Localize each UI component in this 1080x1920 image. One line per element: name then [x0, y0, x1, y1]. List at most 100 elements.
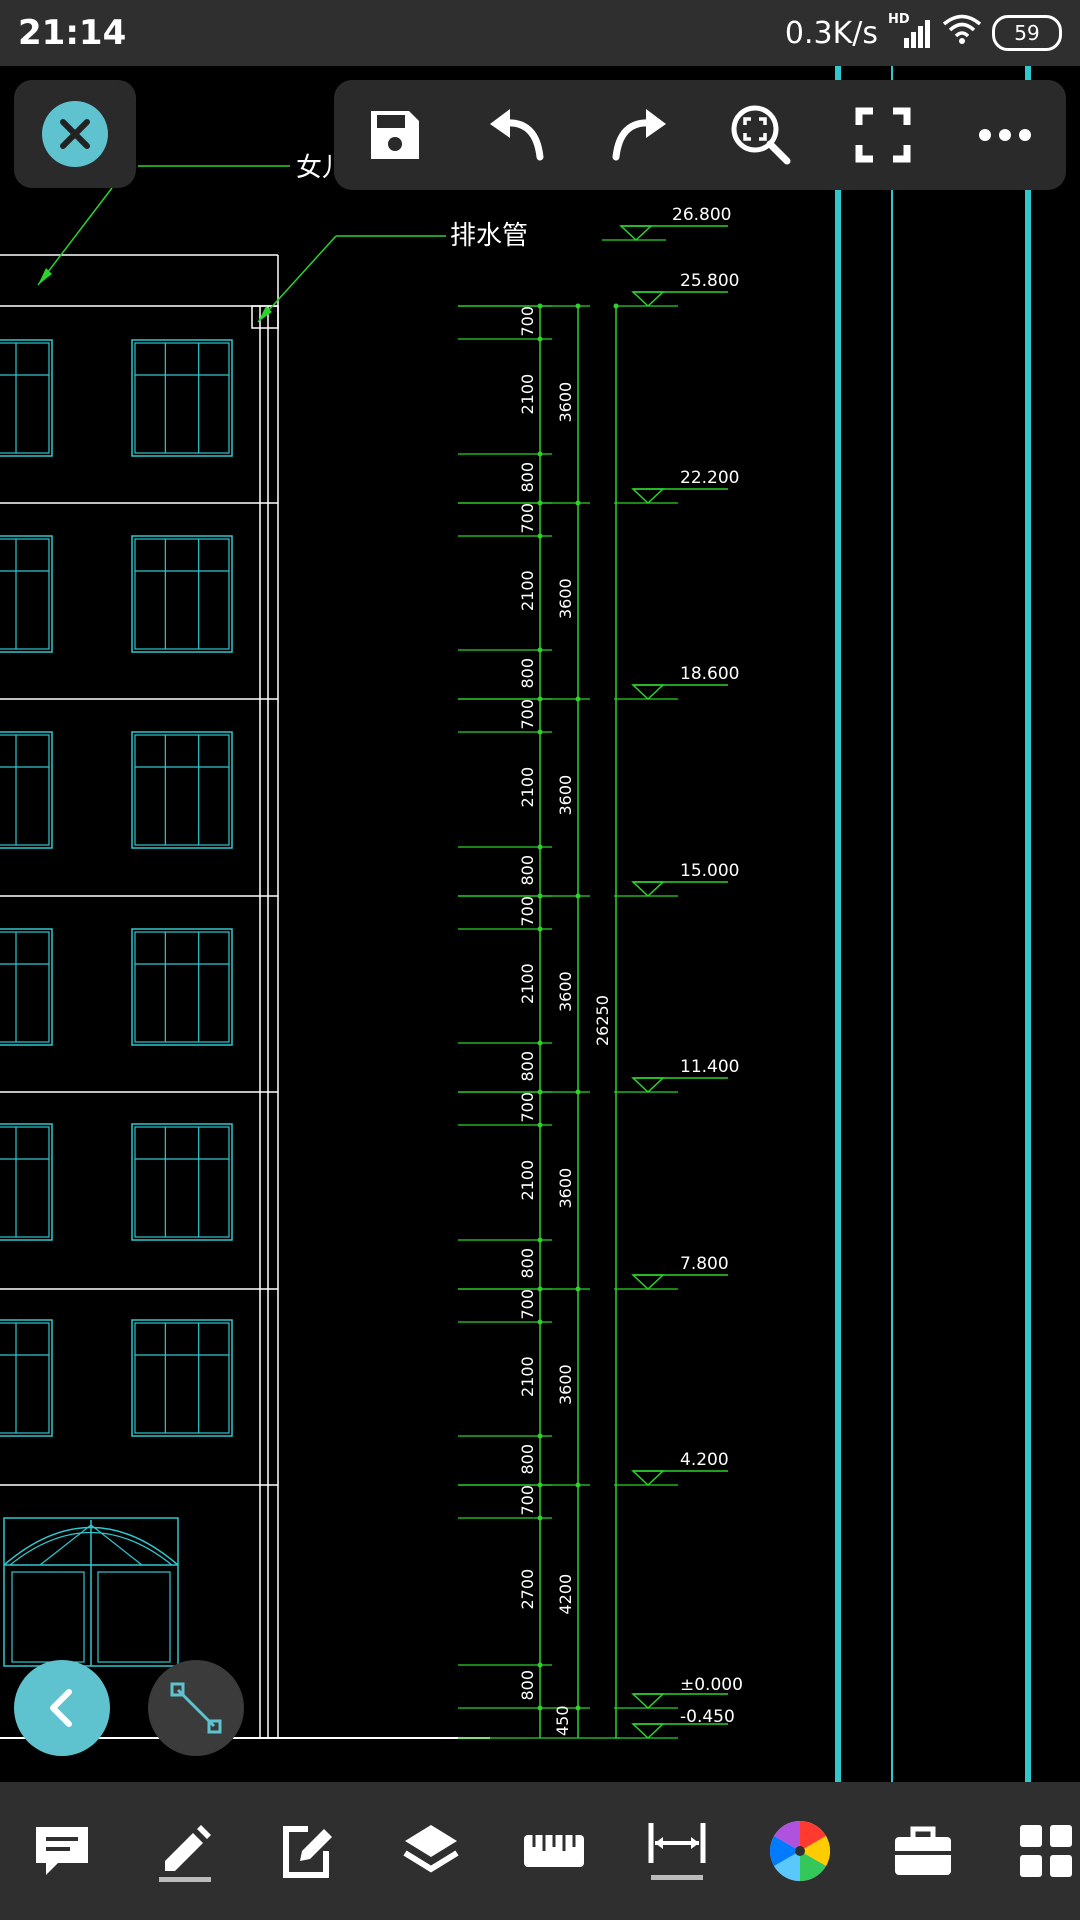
dim-label-700: 700	[518, 896, 537, 927]
dim-label-floor-height: 3600	[556, 1364, 575, 1405]
more-icon	[979, 129, 1031, 141]
dim-label-window: 2100	[518, 963, 537, 1004]
dim-label-800: 800	[518, 855, 537, 886]
dim-label-window: 2100	[518, 767, 537, 808]
elevation-label: 4.200	[680, 1450, 729, 1470]
save-button[interactable]	[355, 95, 435, 175]
status-indicators: 0.3K/s HD 59	[785, 12, 1062, 53]
dim-label-window: 2700	[518, 1569, 537, 1610]
elevation-marker: 11.400	[614, 1057, 739, 1094]
comment-tool-button[interactable]	[0, 1801, 123, 1901]
elevation-marker: 22.200	[614, 468, 739, 505]
battery-indicator: 59	[992, 15, 1062, 51]
dimension-icon	[648, 1823, 705, 1880]
status-bar: 21:14 0.3K/s HD 59	[0, 0, 1080, 66]
dim-label-floor-height: 3600	[556, 971, 575, 1012]
dim-label-floor-height: 3600	[556, 578, 575, 619]
elevation-label: 7.800	[680, 1254, 729, 1274]
dim-label-window: 2100	[518, 1356, 537, 1397]
redo-button[interactable]	[599, 95, 679, 175]
elevation-markers: 26.80025.80022.20018.60015.00011.4007.80…	[602, 205, 743, 1740]
window	[0, 928, 53, 1046]
leader-arrow	[38, 268, 52, 285]
dim-label-700: 700	[518, 306, 537, 337]
close-button[interactable]	[42, 101, 108, 167]
zoom-fit-button[interactable]	[721, 95, 801, 175]
elevation-label: 11.400	[680, 1057, 739, 1077]
leader-line	[257, 235, 337, 323]
close-panel	[14, 80, 136, 188]
toolbox-button[interactable]	[861, 1801, 984, 1901]
fullscreen-icon	[855, 107, 911, 163]
dim-label-floor-height: 3600	[556, 382, 575, 423]
dimension-tick	[537, 533, 543, 539]
dim-label-800: 800	[518, 658, 537, 689]
leader-line	[37, 187, 113, 286]
elevation-marker: -0.450	[614, 1707, 735, 1740]
toolbox-icon	[894, 1826, 951, 1875]
dim-label-800: 800	[518, 1248, 537, 1279]
dim-label-floor-height: 3600	[556, 775, 575, 816]
dimension-tick	[575, 1482, 581, 1488]
window	[0, 535, 53, 653]
dim-label-800: 800	[518, 1444, 537, 1475]
elevation-label: -0.450	[680, 1707, 735, 1727]
dimension-tick	[537, 729, 543, 735]
window	[131, 339, 233, 457]
color-tool-button[interactable]	[738, 1801, 861, 1901]
window	[0, 731, 53, 849]
ruler-tool-button[interactable]	[492, 1801, 615, 1901]
undo-button[interactable]	[477, 95, 557, 175]
layers-icon	[402, 1825, 459, 1873]
zoom-fit-icon	[731, 105, 791, 165]
window	[131, 731, 233, 849]
window	[131, 535, 233, 653]
dimension-tick	[575, 303, 581, 309]
dim-label-800: 800	[518, 1051, 537, 1082]
dimension-tick	[575, 1286, 581, 1292]
dim-label-700: 700	[518, 1092, 537, 1123]
dimension-tick	[575, 1089, 581, 1095]
back-button[interactable]	[14, 1660, 110, 1756]
dimension-tick	[537, 1319, 543, 1325]
dim-label-window: 2100	[518, 1160, 537, 1201]
dimension-tick	[537, 1433, 543, 1439]
dimension-tick	[537, 336, 543, 342]
dimension-tick	[537, 1040, 543, 1046]
elevation-label: ±0.000	[680, 1675, 743, 1695]
more-button[interactable]	[965, 95, 1045, 175]
elevation-marker: 15.000	[614, 861, 739, 898]
dimension-tick	[537, 1237, 543, 1243]
dimension-tick	[537, 844, 543, 850]
elevation-marker: 7.800	[614, 1254, 729, 1291]
window	[131, 928, 233, 1046]
window	[131, 1123, 233, 1241]
drawing-canvas[interactable]: 700 2100 800 3600 700 2100 800 3600 700 2100 800 36…	[0, 66, 1080, 1782]
color-wheel-icon	[769, 1821, 830, 1881]
dimension-tick	[575, 500, 581, 506]
window	[0, 1319, 53, 1437]
fullscreen-button[interactable]	[843, 95, 923, 175]
edit-icon	[282, 1826, 332, 1878]
leader-arrow	[258, 306, 272, 322]
window	[131, 1319, 233, 1437]
edit-tool-button[interactable]	[246, 1801, 369, 1901]
pencil-icon	[158, 1825, 211, 1882]
dimension-tool-button[interactable]	[615, 1801, 738, 1901]
dimension-tick	[575, 1705, 581, 1711]
grid-menu-button[interactable]	[984, 1801, 1080, 1901]
close-icon	[60, 119, 90, 149]
elevation-marker: 25.800	[614, 271, 739, 308]
dim-label-700: 700	[518, 503, 537, 534]
window	[0, 1123, 53, 1241]
entrance-door	[3, 1517, 179, 1667]
measure-line-button[interactable]	[148, 1660, 244, 1756]
elevation-marker: ±0.000	[614, 1675, 743, 1710]
dim-label-window: 2100	[518, 374, 537, 415]
dimension-tick	[537, 1122, 543, 1128]
layers-tool-button[interactable]	[369, 1801, 492, 1901]
grid-icon	[1019, 1825, 1072, 1877]
elevation-marker: 4.200	[614, 1450, 729, 1487]
pencil-tool-button[interactable]	[123, 1801, 246, 1901]
dimension-tick	[575, 893, 581, 899]
